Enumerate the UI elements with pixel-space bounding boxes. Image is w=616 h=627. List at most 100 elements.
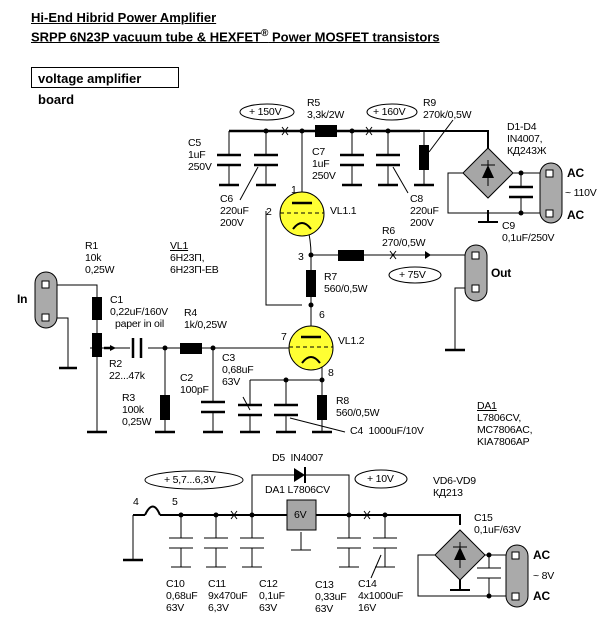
hv-rail-to-bridge <box>420 130 489 160</box>
r8 <box>317 395 327 420</box>
d5-label: D5 IN4007 <box>272 452 324 464</box>
output-arrow <box>425 251 431 259</box>
c6-leader <box>239 166 259 201</box>
c4-label: C4 1000uF/10V <box>350 425 424 437</box>
board-label: voltage amplifier board <box>31 67 179 107</box>
ac2-label-bottom: AC <box>533 589 550 603</box>
heater-rail-left <box>133 505 288 516</box>
r9 <box>419 145 429 170</box>
r3 <box>160 395 170 420</box>
x-marks <box>230 126 397 520</box>
c1-plates <box>131 338 143 358</box>
c4-plates <box>274 403 298 434</box>
c9-plates <box>509 185 533 199</box>
bridge2-left-wire <box>417 554 507 597</box>
vl12-label: VL1.2 <box>338 335 365 347</box>
output-label: Out <box>491 266 512 280</box>
r5 <box>315 125 337 137</box>
voltage-ellipses <box>144 103 442 490</box>
voltage-150: + 150V <box>249 106 282 118</box>
r7 <box>306 270 316 297</box>
pin-5: 5 <box>172 496 178 508</box>
title-line-2b: Power MOSFET transistors <box>271 29 440 45</box>
title-line-2: SRPP 6N23P vacuum tube & HEXFET® Power M… <box>31 28 440 44</box>
tube-vl12 <box>288 325 334 371</box>
c2-plates <box>201 400 225 434</box>
input-wire <box>50 284 98 432</box>
r2-wiper-arrow <box>110 345 116 351</box>
heater-rail-right <box>314 514 461 525</box>
r2 <box>92 333 102 357</box>
vl11-label: VL1.1 <box>330 205 357 217</box>
c15 <box>477 555 501 596</box>
title-line-1: Hi-End Hibrid Power Amplifier <box>31 10 217 25</box>
pin-2: 2 <box>266 206 272 218</box>
voltage-10: + 10V <box>367 473 394 485</box>
voltage-heater: + 5,7...6,3V <box>164 474 216 486</box>
ac-110v-label: ~ 110V <box>565 187 597 199</box>
diode-d5 <box>294 467 306 483</box>
r4 <box>180 343 202 354</box>
c3-plates <box>238 403 262 434</box>
c6-plates <box>254 153 278 187</box>
pin-6: 6 <box>319 309 325 321</box>
registered-mark: ® <box>260 28 269 39</box>
ac-8v-label: ~ 8V <box>533 570 555 582</box>
pin-8: 8 <box>328 367 334 379</box>
bridge1-left-wire <box>447 172 545 214</box>
resistors <box>92 125 429 420</box>
pin-7: 7 <box>281 331 287 343</box>
c4-leader <box>289 417 346 433</box>
output-ground-wire <box>454 287 465 350</box>
vl11-grid-wire <box>265 211 302 306</box>
pin-4: 4 <box>133 496 139 508</box>
ac-label-bottom: AC <box>567 208 584 222</box>
r6 <box>338 250 364 261</box>
da1-label: DA1 L7806CV <box>265 484 330 496</box>
voltage-160: + 160V <box>373 106 406 118</box>
r9-leader <box>428 119 454 153</box>
r1 <box>92 297 102 320</box>
c8-leader <box>392 166 409 194</box>
regulator-da1 <box>286 499 317 531</box>
tube-vl11 <box>279 191 325 237</box>
title-line-2a: SRPP 6N23P vacuum tube & HEXFET <box>31 29 261 45</box>
pin-1: 1 <box>291 184 297 196</box>
bottom-caps <box>169 515 397 579</box>
pin-3: 3 <box>298 251 304 263</box>
ac-label-top: AC <box>567 166 584 180</box>
c5-plates <box>217 153 241 187</box>
bridge-d1-d4 <box>462 147 514 199</box>
voltage-75: + 75V <box>399 269 426 281</box>
c3-leader <box>242 396 251 411</box>
bridge1-ground <box>478 210 498 223</box>
bridge-vd6-vd9 <box>434 529 486 581</box>
input-label: In <box>17 292 28 306</box>
junction-dots <box>162 128 524 599</box>
